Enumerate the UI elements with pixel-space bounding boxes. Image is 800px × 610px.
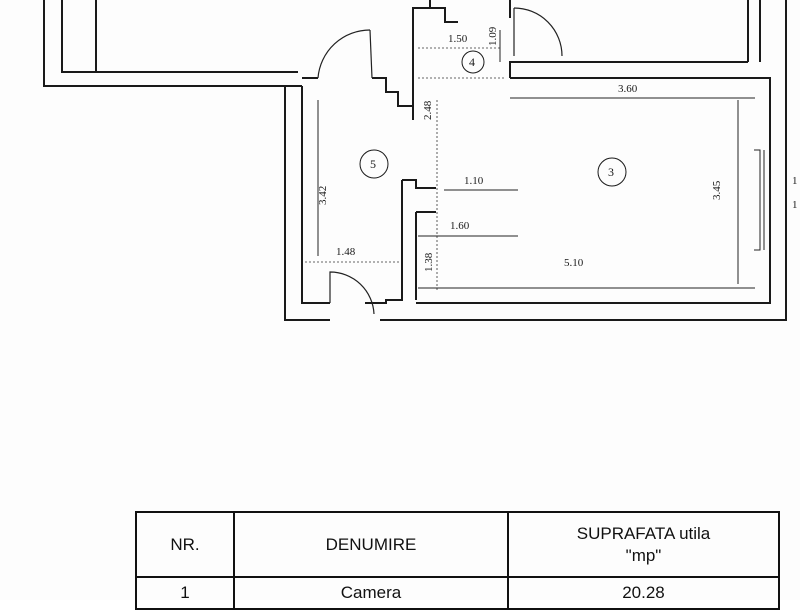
dim-3-42: 3.42 xyxy=(317,186,329,205)
dim-2-48: 2.48 xyxy=(422,100,434,120)
edge-label-2: 1 xyxy=(792,199,798,211)
dimension-lines xyxy=(305,30,755,290)
room-marker-4: 4 xyxy=(461,50,485,74)
table-header: NR. DENUMIRE SUPRAFATA utila "mp" xyxy=(135,511,780,578)
dim-1-10: 1.10 xyxy=(464,175,484,187)
dim-1-48: 1.48 xyxy=(336,246,356,258)
table-header-row: NR. DENUMIRE SUPRAFATA utila "mp" xyxy=(135,511,780,578)
room-marker-5: 5 xyxy=(359,149,389,179)
header-suprafata: SUPRAFATA utila "mp" xyxy=(507,511,780,578)
dim-3-45: 3.45 xyxy=(711,180,723,200)
room-number-4: 4 xyxy=(469,55,475,69)
header-nr: NR. xyxy=(135,511,235,578)
dim-1-38: 1.38 xyxy=(423,252,435,272)
room-number-3: 3 xyxy=(608,165,614,179)
dim-1-09: 1.09 xyxy=(487,26,499,46)
header-suprafata-line2: "mp" xyxy=(625,545,662,565)
dimension-labels: 1.50 1.09 3.60 2.48 3.42 1.10 3.45 1.60 … xyxy=(317,26,798,272)
table-body: 1 Camera 20.28 xyxy=(135,576,780,610)
row-denumire: Camera xyxy=(233,576,509,610)
dim-5-10: 5.10 xyxy=(564,257,584,269)
header-denumire: DENUMIRE xyxy=(233,511,509,578)
dim-1-60: 1.60 xyxy=(450,220,470,232)
main-room-walls xyxy=(380,0,787,321)
surface-area-table: NR. DENUMIRE SUPRAFATA utila "mp" 1 Came… xyxy=(135,511,780,610)
floor-plan-drawing: 4 5 3 1.50 1.09 3.60 2.48 3.42 1.10 3.45… xyxy=(43,0,798,321)
header-suprafata-line1: SUPRAFATA utila xyxy=(576,523,711,543)
top-left-room-walls xyxy=(43,0,302,87)
corridor-walls xyxy=(284,0,458,321)
dim-1-50: 1.50 xyxy=(448,33,468,45)
room-marker-3: 3 xyxy=(597,157,627,187)
room-number-5: 5 xyxy=(370,157,376,171)
row-suprafata: 20.28 xyxy=(507,576,780,610)
table-row: 1 Camera 20.28 xyxy=(135,576,780,610)
edge-label-1: 1 xyxy=(792,175,798,187)
door-swings xyxy=(317,7,563,315)
dim-3-60: 3.60 xyxy=(618,83,638,95)
row-nr: 1 xyxy=(135,576,235,610)
